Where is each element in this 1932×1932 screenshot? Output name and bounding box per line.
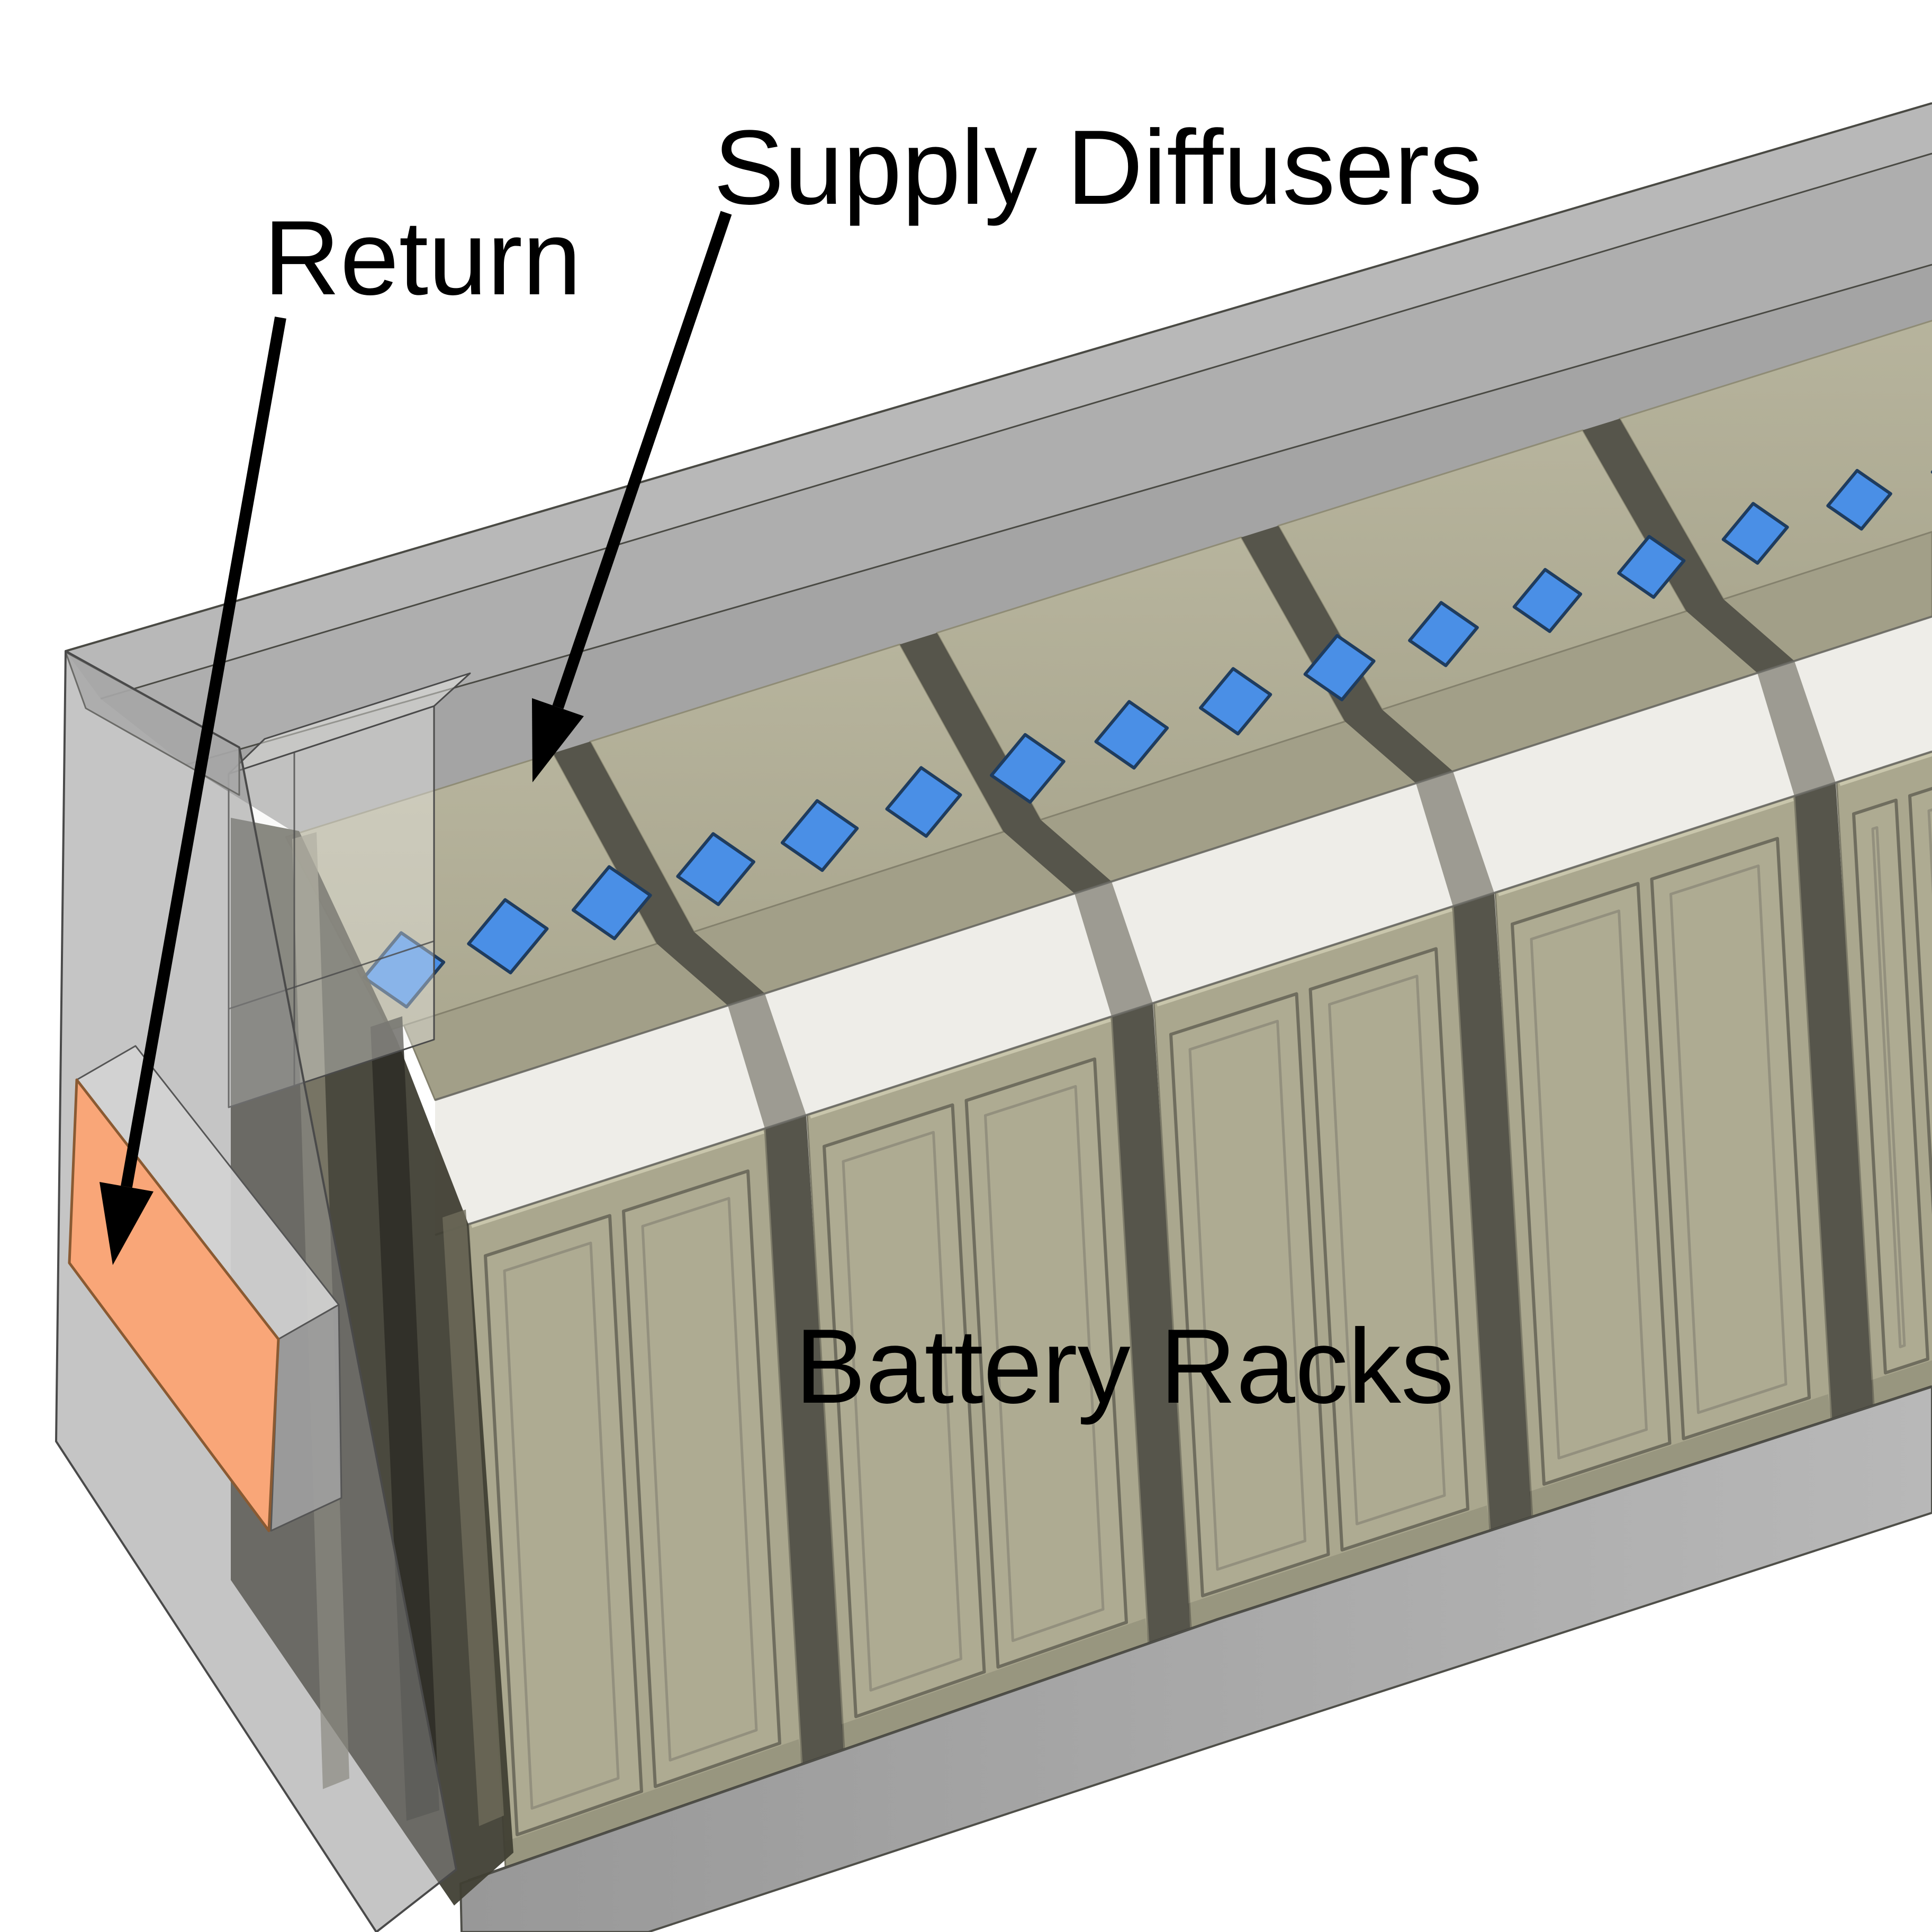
supply-diffuser-13: [1617, 535, 1686, 599]
roof-fascia: [66, 103, 1932, 699]
supply-diffuser-6: [885, 766, 962, 838]
rack-plinth-shade-1: [502, 1739, 802, 1868]
rack-section-gap-4: [1583, 418, 1875, 1420]
rack-door-inset-4-1: [1530, 909, 1648, 1460]
supply-diffuser-2: [467, 898, 549, 974]
rack-section-gap-3: [1241, 526, 1533, 1531]
plenum-band-top-edge: [435, 615, 1932, 1102]
supply-diffusers-arrow: [552, 211, 732, 709]
wall-roof-junction-line: [185, 264, 1932, 766]
supply-diffuser-5: [780, 799, 859, 872]
rack-plinth-shade-2: [841, 1618, 1149, 1750]
return-duct-side: [270, 1304, 342, 1532]
annotations: Supply Diffusers Return Battery Racks: [100, 109, 1483, 1425]
supply-diffuser-3: [571, 865, 652, 941]
plenum-band-bottom-edge: [435, 750, 1932, 1236]
floor-slab: [459, 1386, 1932, 1932]
rack-plinth-shade-4: [1529, 1394, 1831, 1518]
shadow-rack-gap: [371, 1016, 439, 1821]
rack-door-inset-3-2: [1328, 974, 1446, 1525]
supply-diffuser-11: [1408, 601, 1479, 667]
rack-door-inset-3-1: [1188, 1019, 1306, 1571]
rack-door-inset-2-2: [984, 1085, 1105, 1642]
rack-section-gap-1: [553, 741, 845, 1765]
rack-front-top-highlight: [810, 1018, 1111, 1119]
rack-door-inset-5-1: [1871, 826, 1906, 1349]
supply-diffuser-8: [1094, 700, 1169, 770]
rack-front-top-highlight: [1157, 908, 1452, 1007]
rack-front-top-highlight: [471, 1130, 764, 1228]
supply-diffuser-9: [1199, 667, 1272, 736]
shadow-rack-edge-strip-2: [443, 1209, 504, 1826]
container-end-wall: [55, 650, 513, 1932]
rack-section-gap-2: [900, 633, 1192, 1644]
supply-diffusers-arrowhead-icon: [532, 698, 584, 782]
supply-diffuser-10: [1303, 634, 1376, 701]
plenum-glass-band: [435, 616, 1932, 1235]
supply-diffusers-label: Supply Diffusers: [714, 109, 1483, 227]
rack-top-ledge: [403, 531, 1932, 1101]
roof-outer-edge-line: [65, 102, 1932, 652]
supply-diffuser-1: [362, 931, 446, 1009]
supply-diffuser-4: [676, 832, 755, 906]
rack-plinth-shade-5: [1871, 1360, 1932, 1406]
rack-door-5-2: [1908, 787, 1932, 1215]
rack-door-inset-1-2: [641, 1197, 758, 1762]
rack-front-top-highlight: [1839, 753, 1932, 786]
rack-top-section-5: [1619, 320, 1932, 600]
supply-diffuser-7: [990, 733, 1066, 804]
rack-door-inset-2-1: [842, 1131, 962, 1692]
battery-racks-label: Battery Racks: [795, 1307, 1454, 1425]
return-arrow: [121, 317, 286, 1188]
return-label: Return: [264, 199, 581, 317]
rack-front-top-highlight: [1498, 798, 1794, 897]
supply-plenum-band: [435, 615, 1932, 1236]
back-wall-upper: [101, 154, 1932, 765]
return-arrowhead-icon: [100, 1182, 154, 1265]
rack-door-inset-5-2: [1927, 808, 1932, 896]
container-floor: [459, 1386, 1932, 1932]
supply-diffuser-14: [1721, 502, 1789, 565]
rack-plinth-shade-3: [1188, 1505, 1490, 1629]
supply-diffuser-15: [1826, 468, 1892, 531]
rack-door-inset-1-1: [503, 1241, 620, 1810]
battery-rack-row: [285, 320, 1932, 1883]
back-wall-lower: [185, 265, 1932, 834]
container-shell: [65, 102, 1932, 834]
supply-diffuser-12: [1512, 568, 1583, 633]
roof-inner-edge-line: [100, 152, 1932, 700]
rack-door-inset-4-2: [1669, 864, 1787, 1414]
